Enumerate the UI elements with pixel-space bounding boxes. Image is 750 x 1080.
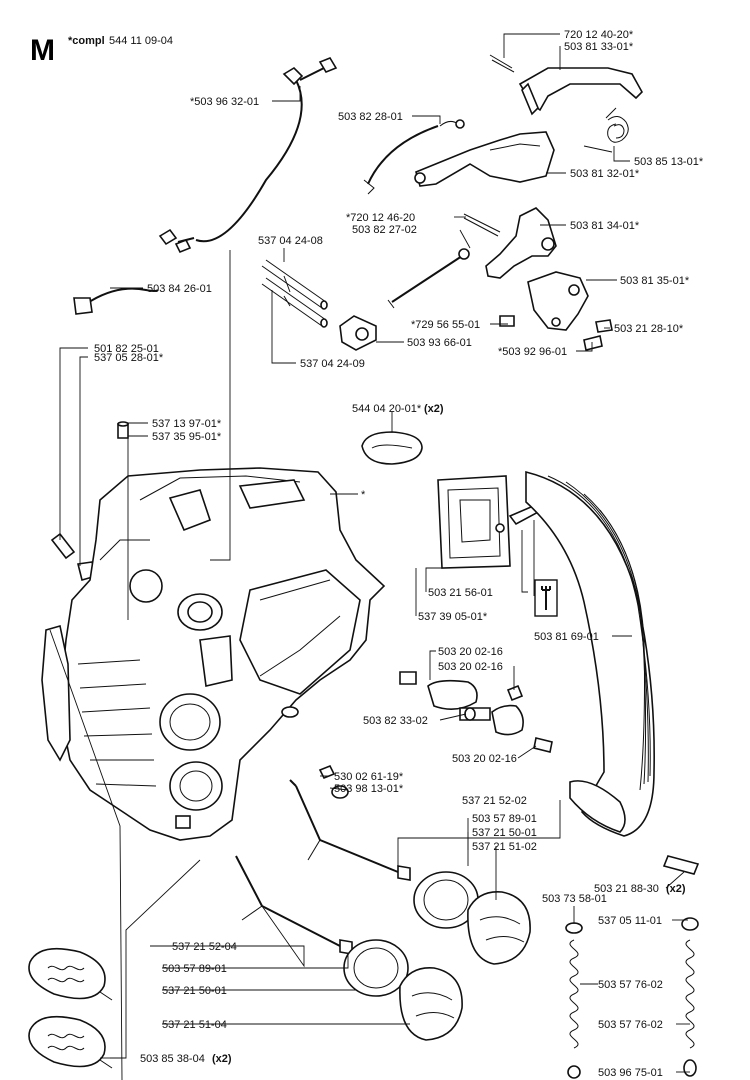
label-503816901: 503 81 69-01: [534, 631, 599, 643]
part-labels: 720 12 40-20* 503 81 33-01* *503 96 32-0…: [94, 29, 704, 1079]
label-503936601: 503 93 66-01: [407, 337, 472, 349]
label-544042001: 544 04 20-01*: [352, 403, 422, 415]
label-537359501: 537 35 95-01*: [152, 431, 222, 443]
label-503981301: 503 98 13-01*: [334, 783, 404, 795]
av-buffer-upper: [28, 947, 113, 1001]
label-503578901a: 503 57 89-01: [472, 813, 537, 825]
choke-rod-part: [387, 213, 501, 309]
label-537215102: 537 21 51-02: [472, 841, 537, 853]
cable-assembly-upper: [289, 779, 411, 881]
label-503218830: 503 21 88-30: [594, 883, 659, 895]
filter-cap-part: [361, 431, 423, 465]
ground-lead-part: [73, 287, 159, 315]
cable-assembly-lower: [235, 855, 353, 955]
throttle-lockout-part: [489, 54, 643, 116]
label-503813501: 503 81 35-01*: [620, 275, 690, 287]
label-503218830-qty: (x2): [666, 883, 686, 895]
label-537215001a: 537 21 50-01: [472, 827, 537, 839]
label-503963201: *503 96 32-01: [190, 96, 259, 108]
label-503967501: 503 96 75-01: [598, 1067, 663, 1079]
label-537052801: 537 05 28-01*: [94, 352, 164, 364]
label-503853804-qty: (x2): [212, 1053, 232, 1065]
choke-lever-part: [485, 207, 589, 331]
fuel-filter-part: [339, 315, 377, 351]
spring-part: [583, 107, 629, 153]
label-503200216b: 503 20 02-16: [438, 661, 503, 673]
av-spring-right: [681, 917, 699, 1077]
label-star-1: *: [361, 489, 366, 501]
intake-gasket-part: [437, 475, 544, 569]
compl-number: 544 11 09-04: [109, 35, 173, 47]
label-537139701: 537 13 97-01*: [152, 418, 222, 430]
label-537042408: 537 04 24-08: [258, 235, 323, 247]
label-501822501: 501 82 25-01: [94, 343, 159, 355]
av-spring-left: [565, 922, 583, 1079]
label-720124020: 720 12 40-20*: [564, 29, 634, 41]
label-544042001-qty: (x2): [424, 403, 444, 415]
wrench-glyph: [541, 586, 551, 610]
label-537051101: 537 05 11-01: [598, 915, 662, 927]
label-530026119: 530 02 61-19*: [334, 771, 404, 783]
label-503212810: 503 21 28-10*: [614, 323, 684, 335]
label-537042409: 537 04 24-09: [300, 358, 365, 370]
label-503578901b: 503 57 89-01: [162, 963, 227, 975]
buffer-screw-assembly: [318, 671, 553, 799]
label-503577602a: 503 57 76-02: [598, 979, 663, 991]
front-handle-part: [525, 470, 700, 875]
label-503813401: 503 81 34-01*: [570, 220, 640, 232]
label-537215104: 537 21 51-04: [162, 1019, 227, 1031]
label-537390501: 537 39 05-01*: [418, 611, 488, 623]
label-503813201: 503 81 32-01*: [570, 168, 640, 180]
throttle-trigger-part: [363, 119, 555, 195]
ignition-wire-part: [158, 57, 338, 254]
label-537215202a: 537 21 52-02: [462, 795, 527, 807]
screws-right: [499, 315, 613, 351]
crankcase-body-part: [41, 467, 386, 841]
label-503200216c: 503 20 02-16: [452, 753, 517, 765]
label-503813301: 503 81 33-01*: [564, 41, 634, 53]
filter-bowl-lower: [343, 939, 463, 1041]
label-503842601: 503 84 26-01: [147, 283, 212, 295]
label-503929601: *503 92 96-01: [498, 346, 567, 358]
label-503577602b: 503 57 76-02: [598, 1019, 663, 1031]
label-503823302: 503 82 33-02: [363, 715, 428, 727]
label-503851301: 503 85 13-01*: [634, 156, 704, 168]
av-buffer-lower: [28, 1015, 113, 1069]
label-729565501: *729 56 55-01: [411, 319, 480, 331]
section-letter: M: [30, 34, 55, 67]
filter-bowl-upper: [413, 871, 531, 965]
label-503822702: 503 82 27-02: [352, 224, 417, 236]
label-537215001b: 537 21 50-01: [162, 985, 227, 997]
label-537215204: 537 21 52-04: [172, 941, 237, 953]
label-503822801: 503 82 28-01: [338, 111, 403, 123]
leader-lines: [49, 33, 690, 1080]
fuel-tubes-part: [261, 259, 328, 328]
label-503735801: 503 73 58-01: [542, 893, 607, 905]
label-720124620: *720 12 46-20: [346, 212, 415, 224]
label-503200216a: 503 20 02-16: [438, 646, 503, 658]
label-503853804: 503 85 38-04: [140, 1053, 205, 1065]
label-503215601: 503 21 56-01: [428, 587, 493, 599]
compl-prefix: *compl: [68, 35, 105, 47]
